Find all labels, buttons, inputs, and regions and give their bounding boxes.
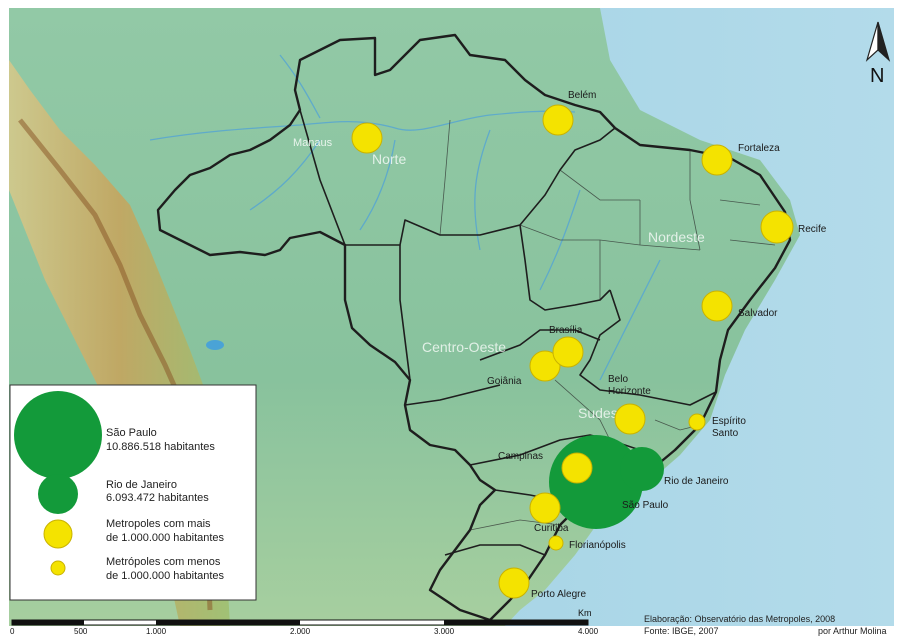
city-marker-manaus[interactable] (351, 122, 383, 154)
city-label-fortaleza: Fortaleza (738, 143, 780, 154)
legend-marker-over-1m (43, 519, 73, 549)
legend-marker-rio (38, 474, 78, 514)
city-label-belem: Belém (568, 90, 596, 101)
lake-titicaca (206, 340, 224, 350)
legend-over-line1: Metropoles com mais (106, 518, 211, 530)
scale-tick-label: 500 (74, 627, 88, 636)
compass-label: N (870, 65, 884, 87)
city-label-porto-alegre: Porto Alegre (531, 589, 586, 600)
city-markers (351, 104, 794, 599)
credits: Elaboração: Observatório das Metropoles,… (644, 614, 887, 636)
city-label-campinas: Campinas (498, 451, 543, 462)
city-marker-belo-horizonte[interactable] (614, 403, 646, 435)
scale-unit: Km (578, 608, 592, 618)
legend-over-line2: de 1.000.000 habitantes (106, 532, 225, 544)
legend-under-line2: de 1.000.000 habitantes (106, 570, 225, 582)
scale-tick-label: 0 (10, 627, 15, 636)
region-label-centro-oeste: Centro-Oeste (422, 339, 506, 355)
city-label-florianopolis: Florianópolis (569, 540, 626, 551)
city-marker-porto-alegre[interactable] (498, 567, 530, 599)
city-marker-fortaleza[interactable] (701, 144, 733, 176)
credits-line3: por Arthur Molina (818, 626, 887, 636)
legend-rio-line2: 6.093.472 habitantes (106, 492, 209, 504)
city-marker-rio-de-janeiro[interactable] (620, 447, 664, 491)
scale-tick-label: 2.000 (290, 627, 311, 636)
city-marker-goiania[interactable] (529, 350, 561, 382)
legend-marker-under-1m (50, 560, 66, 576)
scale-tick-label: 1.000 (146, 627, 167, 636)
city-labels: Manaus BelémFortalezaRecifeSalvadorBrasíl… (293, 90, 827, 600)
state-borders (439, 119, 776, 531)
city-label-recife: Recife (798, 224, 827, 235)
compass-icon: N (865, 21, 891, 87)
legend-rio-line1: Rio de Janeiro (106, 479, 177, 491)
scale-bar: Km 0 500 1.000 2.000 3.000 4.000 (10, 608, 599, 636)
city-marker-campinas[interactable] (561, 452, 593, 484)
region-label-nordeste: Nordeste (648, 229, 705, 245)
city-marker-recife[interactable] (760, 210, 794, 244)
credits-line1: Elaboração: Observatório das Metropoles,… (644, 614, 835, 624)
rivers (149, 54, 661, 381)
city-marker-espirito-santo[interactable] (688, 413, 706, 431)
legend-sp-line2: 10.886.518 habitantes (106, 441, 215, 453)
city-marker-brasilia[interactable] (552, 336, 584, 368)
legend-under-line1: Metrópoles com menos (106, 556, 221, 568)
region-label-norte: Norte (372, 151, 406, 167)
city-label-brasilia: Brasília (549, 325, 583, 336)
legend-sp-line1: São Paulo (106, 427, 157, 439)
legend: São Paulo 10.886.518 habitantes Rio de J… (9, 384, 257, 601)
city-marker-salvador[interactable] (701, 290, 733, 322)
city-label-rio-de-janeiro: Rio de Janeiro (664, 476, 729, 487)
city-label-belo-horizonte-1: Belo (608, 374, 628, 385)
city-marker-curitiba[interactable] (529, 492, 561, 524)
city-label-manaus: Manaus (293, 137, 333, 149)
city-label-salvador: Salvador (738, 308, 778, 319)
scale-tick-label: 4.000 (578, 627, 599, 636)
city-label-goiania: Goiânia (487, 376, 522, 387)
scale-ticks: 0 500 1.000 2.000 3.000 4.000 (10, 627, 599, 636)
city-marker-florianopolis[interactable] (548, 535, 564, 551)
scale-tick-label: 3.000 (434, 627, 455, 636)
city-label-belo-horizonte-2: Horizonte (608, 386, 651, 397)
credits-line2: Fonte: IBGE, 2007 (644, 626, 719, 636)
city-label-espirito-santo-2: Santo (712, 428, 739, 439)
city-label-sao-paulo: São Paulo (622, 500, 669, 511)
city-marker-belem[interactable] (542, 104, 574, 136)
legend-marker-sao-paulo (14, 391, 102, 479)
city-label-curitiba: Curitiba (534, 523, 569, 534)
city-label-espirito-santo-1: Espírito (712, 416, 746, 427)
brazil-border (156, 33, 792, 622)
